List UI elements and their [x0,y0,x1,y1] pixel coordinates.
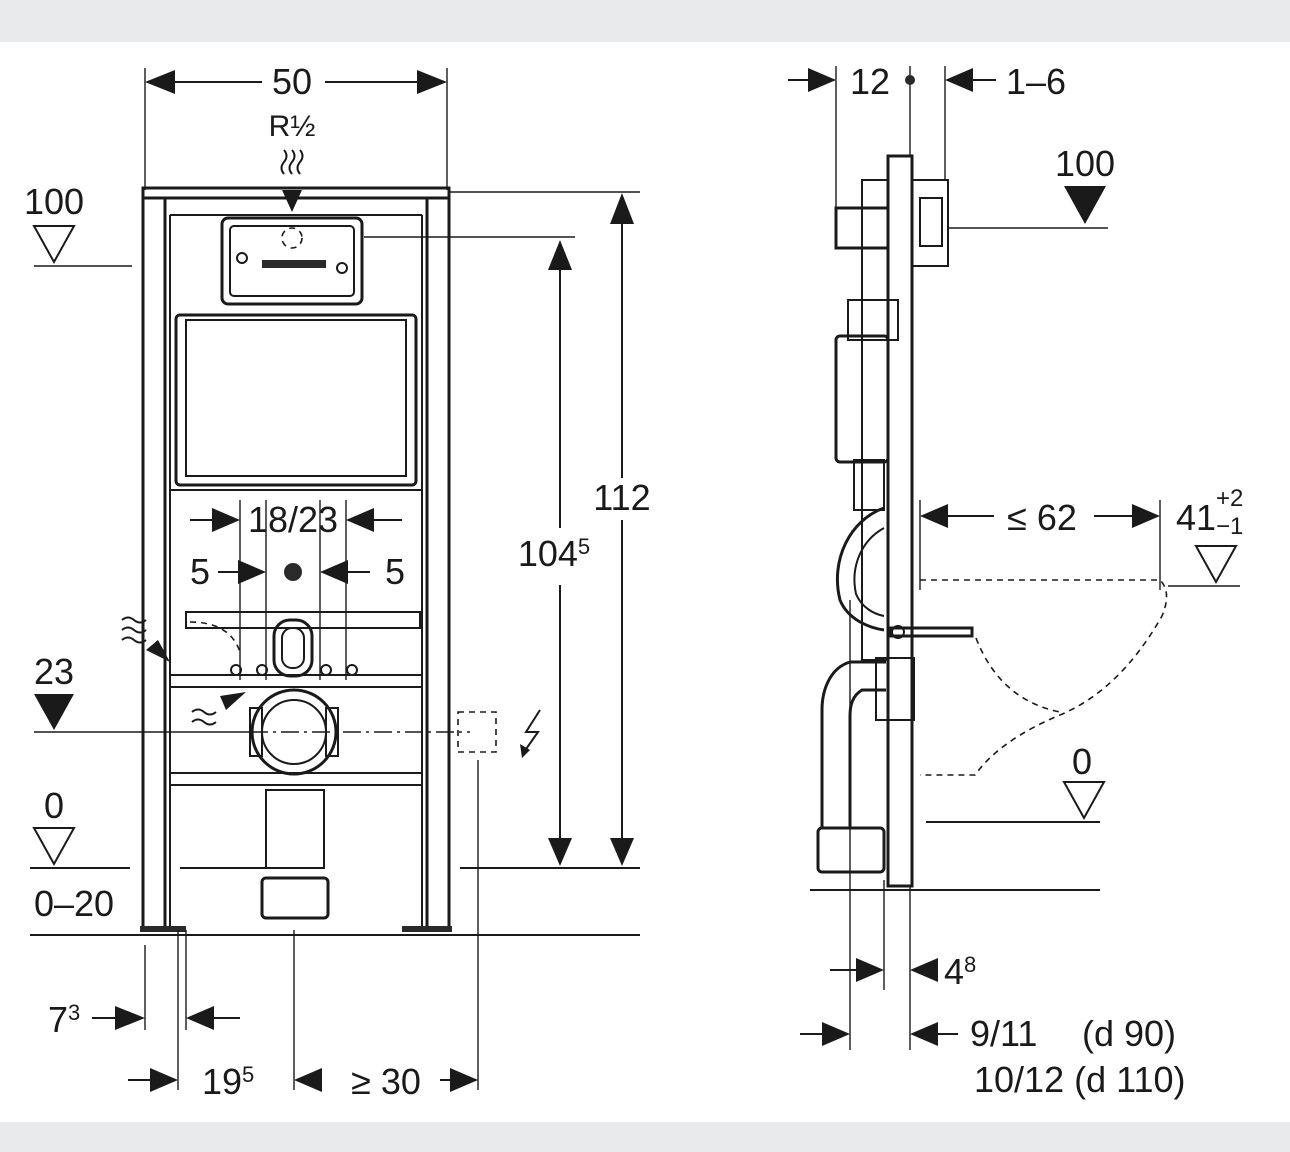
bowl-tol-plus: +2 [1216,485,1243,512]
spacing-mid-label: 18/23 [248,499,338,540]
bowl-height-label: 41 [1176,497,1216,538]
bowl-tol-minus: −1 [1216,513,1243,540]
drain-line1-a: 9/11 [970,1013,1037,1054]
height-inner-label: 1045 [518,533,590,574]
pipe-offset-label: 48 [944,951,976,992]
left-offset-label: 195 [202,1061,254,1102]
side-level-100-label: 100 [1055,143,1115,184]
side-level-0-label: 0 [1072,741,1092,782]
level-marker-icon [34,694,74,730]
level-marker-icon [32,225,76,265]
level-23-label: 23 [34,651,74,692]
level-0-label: 0 [44,785,64,826]
gap-label: 1–6 [1006,61,1066,102]
pipe-thread-label: R½ [269,110,316,143]
drain-line2: 10/12 (d 110) [974,1059,1185,1100]
level-marker-icon [1062,781,1106,821]
side-view: 12 1–6 100 0 [788,61,1243,1100]
level-marker-icon [1064,186,1106,224]
bowl-projection-label: ≤ 62 [1007,497,1077,538]
height-total-label: 112 [593,477,650,518]
technical-drawing: 50 R½ [24,61,1243,1102]
offset-right-label: 5 [385,551,405,592]
front-view: 50 R½ [24,61,651,1102]
floor-range-label: 0–20 [34,883,114,924]
depth-label: 12 [850,61,890,102]
waste-water-icon [121,616,246,726]
level-marker-icon [32,827,76,867]
offset-left-label: 5 [190,551,210,592]
width-label: 50 [272,61,312,102]
right-clearance-label: ≥ 30 [351,1061,421,1102]
water-supply-icon [280,149,304,212]
level-100-label: 100 [24,181,84,222]
drain-line1-b: (d 90) [1082,1013,1176,1054]
drawing-sheet: 50 R½ [0,42,1290,1122]
level-marker-icon [1194,545,1238,585]
foot-dim-label: 73 [48,999,80,1040]
electric-icon [520,709,541,758]
